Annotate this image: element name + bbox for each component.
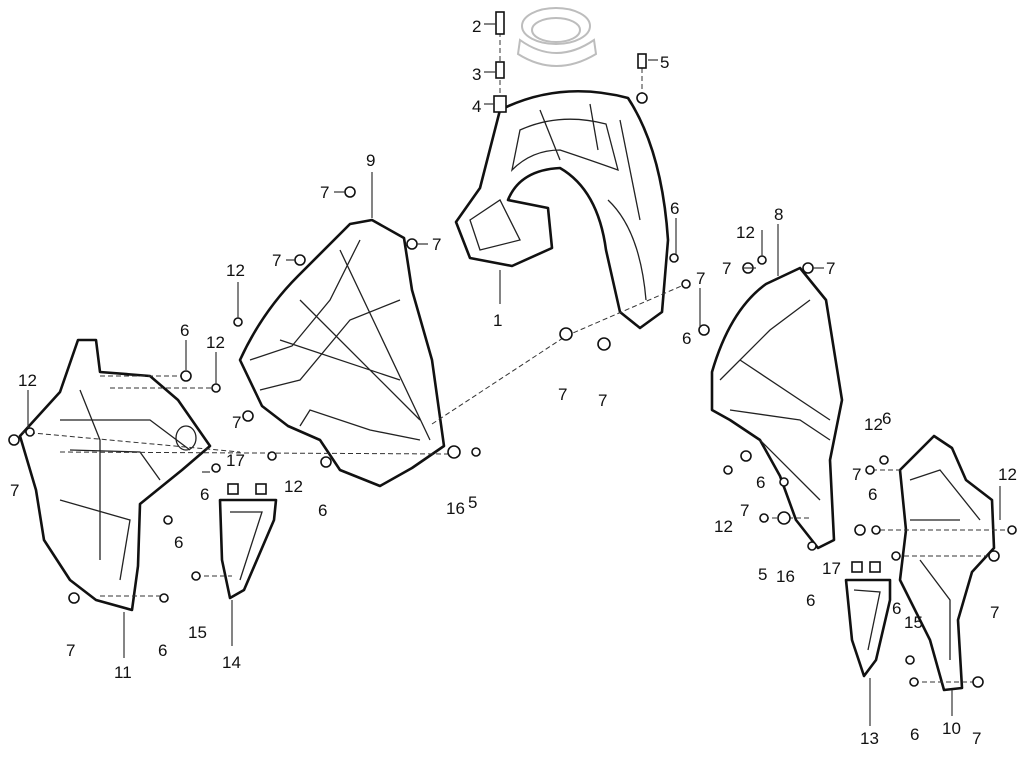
callout-8: 8	[774, 205, 783, 224]
callout-16: 16	[446, 499, 465, 518]
callout-4: 4	[472, 97, 481, 116]
callout-12: 12	[736, 223, 755, 242]
callout-6: 6	[756, 473, 765, 492]
callout-6: 6	[318, 501, 327, 520]
callout-7: 7	[696, 269, 705, 288]
leader-lines	[27, 23, 1001, 726]
callout-11: 11	[114, 663, 132, 682]
callout-7: 7	[320, 183, 329, 202]
part-10-right-side-panel	[898, 434, 996, 692]
callout-6: 6	[200, 485, 209, 504]
callout-10: 10	[942, 719, 961, 738]
callout-6: 6	[892, 599, 901, 618]
callout-7: 7	[232, 413, 241, 432]
callout-5: 5	[468, 493, 477, 512]
callout-7: 7	[826, 259, 835, 278]
callout-7: 7	[990, 603, 999, 622]
callout-12: 12	[998, 465, 1017, 484]
callout-17: 17	[226, 451, 245, 470]
callout-6: 6	[868, 485, 877, 504]
callout-7: 7	[852, 465, 861, 484]
part-1-center-cover	[454, 90, 670, 330]
callout-5: 5	[660, 53, 669, 72]
callout-13: 13	[860, 729, 879, 748]
callout-12: 12	[284, 477, 303, 496]
callout-15: 15	[904, 613, 923, 632]
callout-12: 12	[226, 261, 245, 280]
callout-1: 1	[493, 311, 502, 330]
callout-6: 6	[882, 409, 891, 428]
callout-5: 5	[758, 565, 767, 584]
callout-9: 9	[366, 151, 375, 170]
callout-labels: 2 3 4 5 1 9 7 7 7 12 6 12 12 7 17 12 6 7…	[10, 17, 1017, 748]
callout-7: 7	[432, 235, 441, 254]
callout-15: 15	[188, 623, 207, 642]
callout-6: 6	[158, 641, 167, 660]
callout-6: 6	[806, 591, 815, 610]
callout-6: 6	[670, 199, 679, 218]
part-9-inner-panel	[238, 218, 446, 488]
part-11-left-side-panel	[18, 338, 212, 612]
callout-12: 12	[714, 517, 733, 536]
callout-12: 12	[18, 371, 37, 390]
fasteners	[8, 11, 1017, 688]
callout-7: 7	[66, 641, 75, 660]
callout-7: 7	[598, 391, 607, 410]
callout-16: 16	[776, 567, 795, 586]
callout-6: 6	[910, 725, 919, 744]
callout-6: 6	[174, 533, 183, 552]
part-13-right-bracket	[844, 578, 892, 678]
part-8-right-inner-panel	[710, 266, 844, 550]
callout-6: 6	[682, 329, 691, 348]
callout-7: 7	[722, 259, 731, 278]
callout-12: 12	[864, 415, 883, 434]
gasket-ghost	[516, 7, 598, 67]
callout-7: 7	[558, 385, 567, 404]
callout-3: 3	[472, 65, 481, 84]
callout-7: 7	[10, 481, 19, 500]
part-14-left-bracket	[218, 498, 278, 600]
callout-6: 6	[180, 321, 189, 340]
callout-2: 2	[472, 17, 481, 36]
callout-14: 14	[222, 653, 241, 672]
callout-7: 7	[972, 729, 981, 748]
callout-7: 7	[740, 501, 749, 520]
callout-12: 12	[206, 333, 225, 352]
callout-17: 17	[822, 559, 841, 578]
callout-7: 7	[272, 251, 281, 270]
